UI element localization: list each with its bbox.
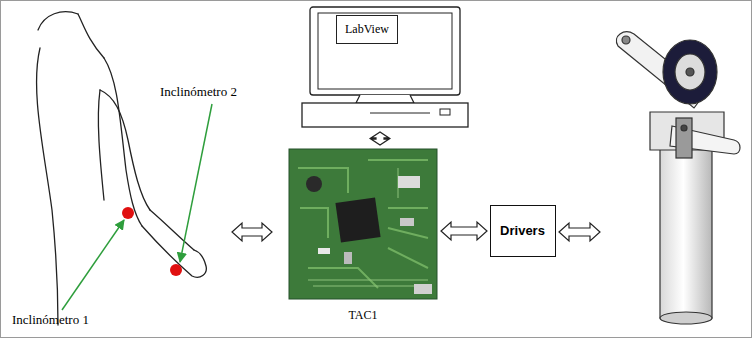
leader-line (62, 220, 124, 310)
pcb-photo (288, 148, 438, 300)
leader-line (180, 104, 212, 262)
double-arrow (371, 132, 389, 145)
inclinometer-dot (170, 264, 182, 276)
double-arrow (559, 223, 600, 241)
box-text: Drivers (500, 223, 545, 238)
monitor-node: LabView (300, 5, 470, 129)
pcb-node: TAC1 (288, 148, 438, 326)
inclinometer-dot (122, 207, 134, 219)
process-box: Drivers (490, 205, 556, 257)
inclinometer-label: Inclinómetro 2 (160, 84, 237, 100)
robot-arm (616, 32, 740, 324)
double-arrow (232, 223, 272, 241)
double-arrow (441, 222, 487, 240)
inclinometer-label: Inclinómetro 1 (12, 312, 89, 328)
board-label: TAC1 (348, 308, 377, 323)
human-figure (37, 12, 207, 325)
screen-label: LabView (336, 15, 398, 44)
